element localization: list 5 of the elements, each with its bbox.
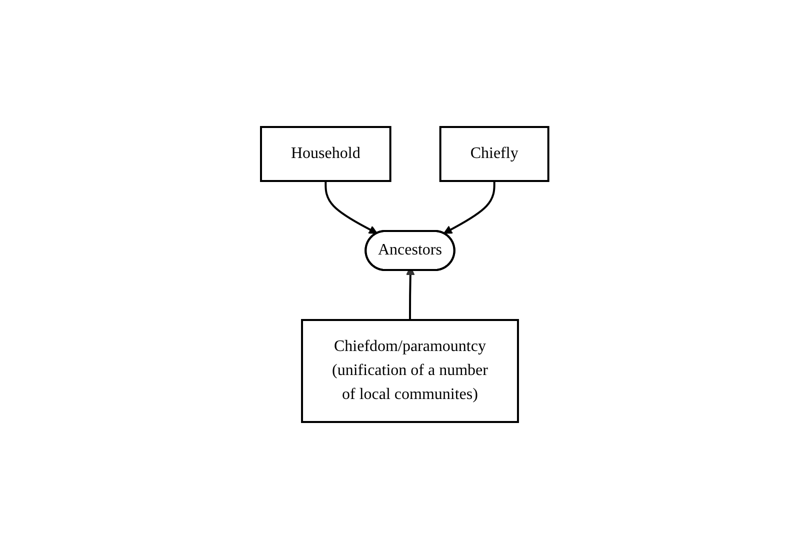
node-box: Chiefly — [439, 126, 550, 182]
node-box: Household — [260, 126, 392, 182]
node-box: Chiefdom/paramountcy (unification of a number of local communites) — [300, 319, 519, 423]
arrow — [443, 181, 496, 234]
arrow — [324, 181, 378, 234]
